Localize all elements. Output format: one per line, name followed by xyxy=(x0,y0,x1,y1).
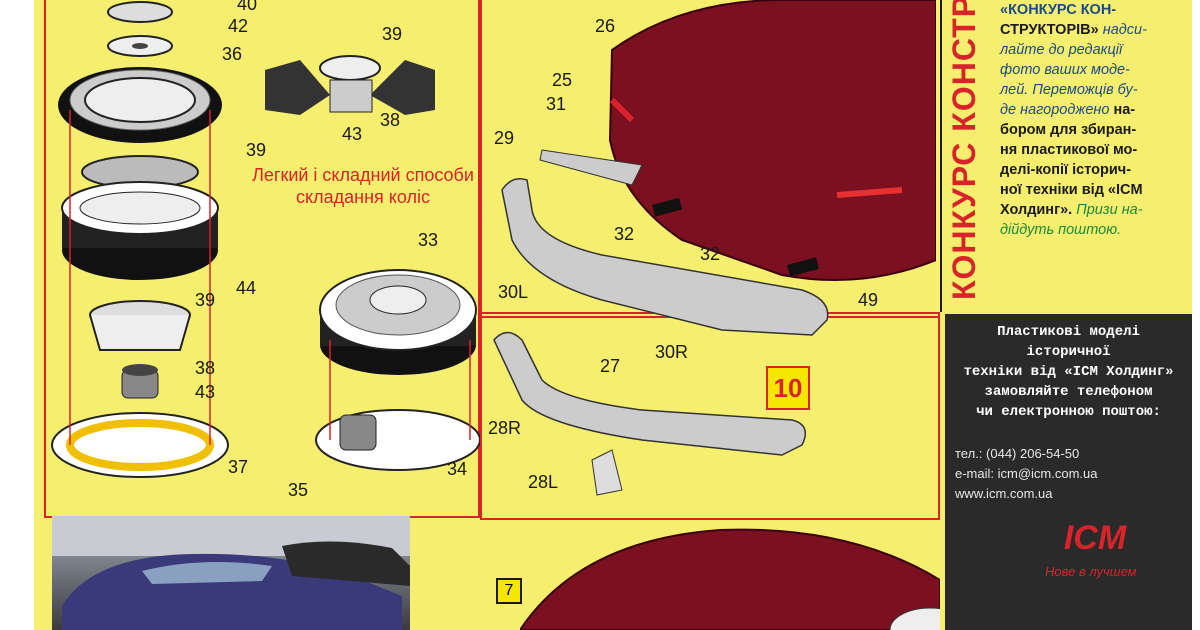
part-label-39c: 39 xyxy=(195,290,216,310)
part-label-44: 44 xyxy=(236,278,257,298)
contest-line-5: фото ваших моде- xyxy=(1000,62,1130,78)
part-label-37: 37 xyxy=(228,457,249,477)
wheel-assembly-title: Легкий і складний способи складання колі… xyxy=(252,165,474,207)
ad-phone: тел.: (044) 206-54-50 xyxy=(955,446,1080,461)
contest-line-6: лей. Переможців бу- xyxy=(1000,82,1138,98)
contest-line-8: на- xyxy=(1113,102,1136,118)
part-label-39b: 39 xyxy=(246,140,267,160)
contest-line-7: де нагороджено xyxy=(1000,102,1110,118)
contest-line-2: СТРУКТОРІВ» xyxy=(1000,22,1099,38)
step-number-7: 7 xyxy=(496,578,522,604)
part-label-25: 25 xyxy=(552,70,573,90)
part-label-32b: 32 xyxy=(700,244,721,264)
part-label-26: 26 xyxy=(595,16,616,36)
contest-text: «КОНКУРС КОН- СТРУКТОРІВ» надси- лайте д… xyxy=(1000,0,1186,240)
car-photo-illustration xyxy=(52,516,410,630)
wheel-assembly-diagram xyxy=(51,1,480,478)
part-label-28l: 28L xyxy=(528,472,559,492)
contest-line-9: бором для збиран- xyxy=(1000,122,1137,138)
icm-slogan: Нове в лучшем xyxy=(1045,564,1137,579)
contest-line-3: надси- xyxy=(1102,22,1147,38)
part-label-34: 34 xyxy=(447,459,468,479)
part-label-35: 35 xyxy=(288,480,309,500)
part-label-42: 42 xyxy=(228,16,249,36)
ad-contacts: тел.: (044) 206-54-50 e-mail: icm@icm.co… xyxy=(955,444,1098,504)
contest-line-10: ня пластикової мо- xyxy=(1000,142,1138,158)
part-label-39a: 39 xyxy=(382,24,403,44)
icm-logo: ICM xyxy=(1063,519,1127,557)
contest-line-12: ної техніки від «ICM xyxy=(1000,182,1143,198)
ad-heading-line-4: чи електронною поштою: xyxy=(976,404,1161,420)
contest-line-4: лайте до редакції xyxy=(1000,42,1123,58)
part-label-28r: 28R xyxy=(488,418,522,438)
car-body-top-view xyxy=(520,528,940,630)
car-bumper-diagram xyxy=(493,0,936,496)
ad-website: www.icm.com.ua xyxy=(955,486,1053,501)
part-label-27: 27 xyxy=(600,356,621,376)
ad-heading: Пластикові моделі історичної техніки від… xyxy=(955,322,1182,422)
car-photo xyxy=(52,516,410,630)
part-label-40: 40 xyxy=(237,0,258,14)
part-label-43a: 43 xyxy=(195,382,216,402)
part-label-31: 31 xyxy=(546,94,567,114)
part-label-38b: 38 xyxy=(380,110,401,130)
icm-ad-panel: Пластикові моделі історичної техніки від… xyxy=(945,314,1192,630)
part-label-36: 36 xyxy=(222,44,243,64)
part-label-33: 33 xyxy=(418,230,439,250)
contest-vertical-band xyxy=(940,0,998,312)
ad-heading-line-3: замовляйте телефоном xyxy=(984,384,1153,400)
contest-line-15: дійдуть поштою. xyxy=(1000,222,1122,238)
step-number-10: 10 xyxy=(766,366,810,410)
ad-heading-line-2: техніки від «ICM Холдинг» xyxy=(963,364,1174,380)
part-label-49: 49 xyxy=(858,290,879,310)
contest-vertical-title: КОНКУРС КОНСТРУКТОРІВ xyxy=(946,0,982,300)
contest-line-11: делі-копії історич- xyxy=(1000,162,1132,178)
part-label-30r: 30R xyxy=(655,342,689,362)
page-margin-left xyxy=(0,0,34,630)
part-label-38a: 38 xyxy=(195,358,216,378)
ad-heading-line-1: Пластикові моделі історичної xyxy=(997,324,1140,360)
contest-line-1: «КОНКУРС КОН- xyxy=(1000,2,1117,18)
contest-line-14: Призи на- xyxy=(1076,202,1143,218)
ad-email: e-mail: icm@icm.com.ua xyxy=(955,466,1098,481)
part-label-30l: 30L xyxy=(498,282,529,302)
page-margin-right xyxy=(1192,0,1200,630)
part-label-32a: 32 xyxy=(614,224,635,244)
part-label-43b: 43 xyxy=(342,124,363,144)
contest-line-13: Холдинг». xyxy=(1000,202,1073,218)
part-label-29: 29 xyxy=(494,128,515,148)
